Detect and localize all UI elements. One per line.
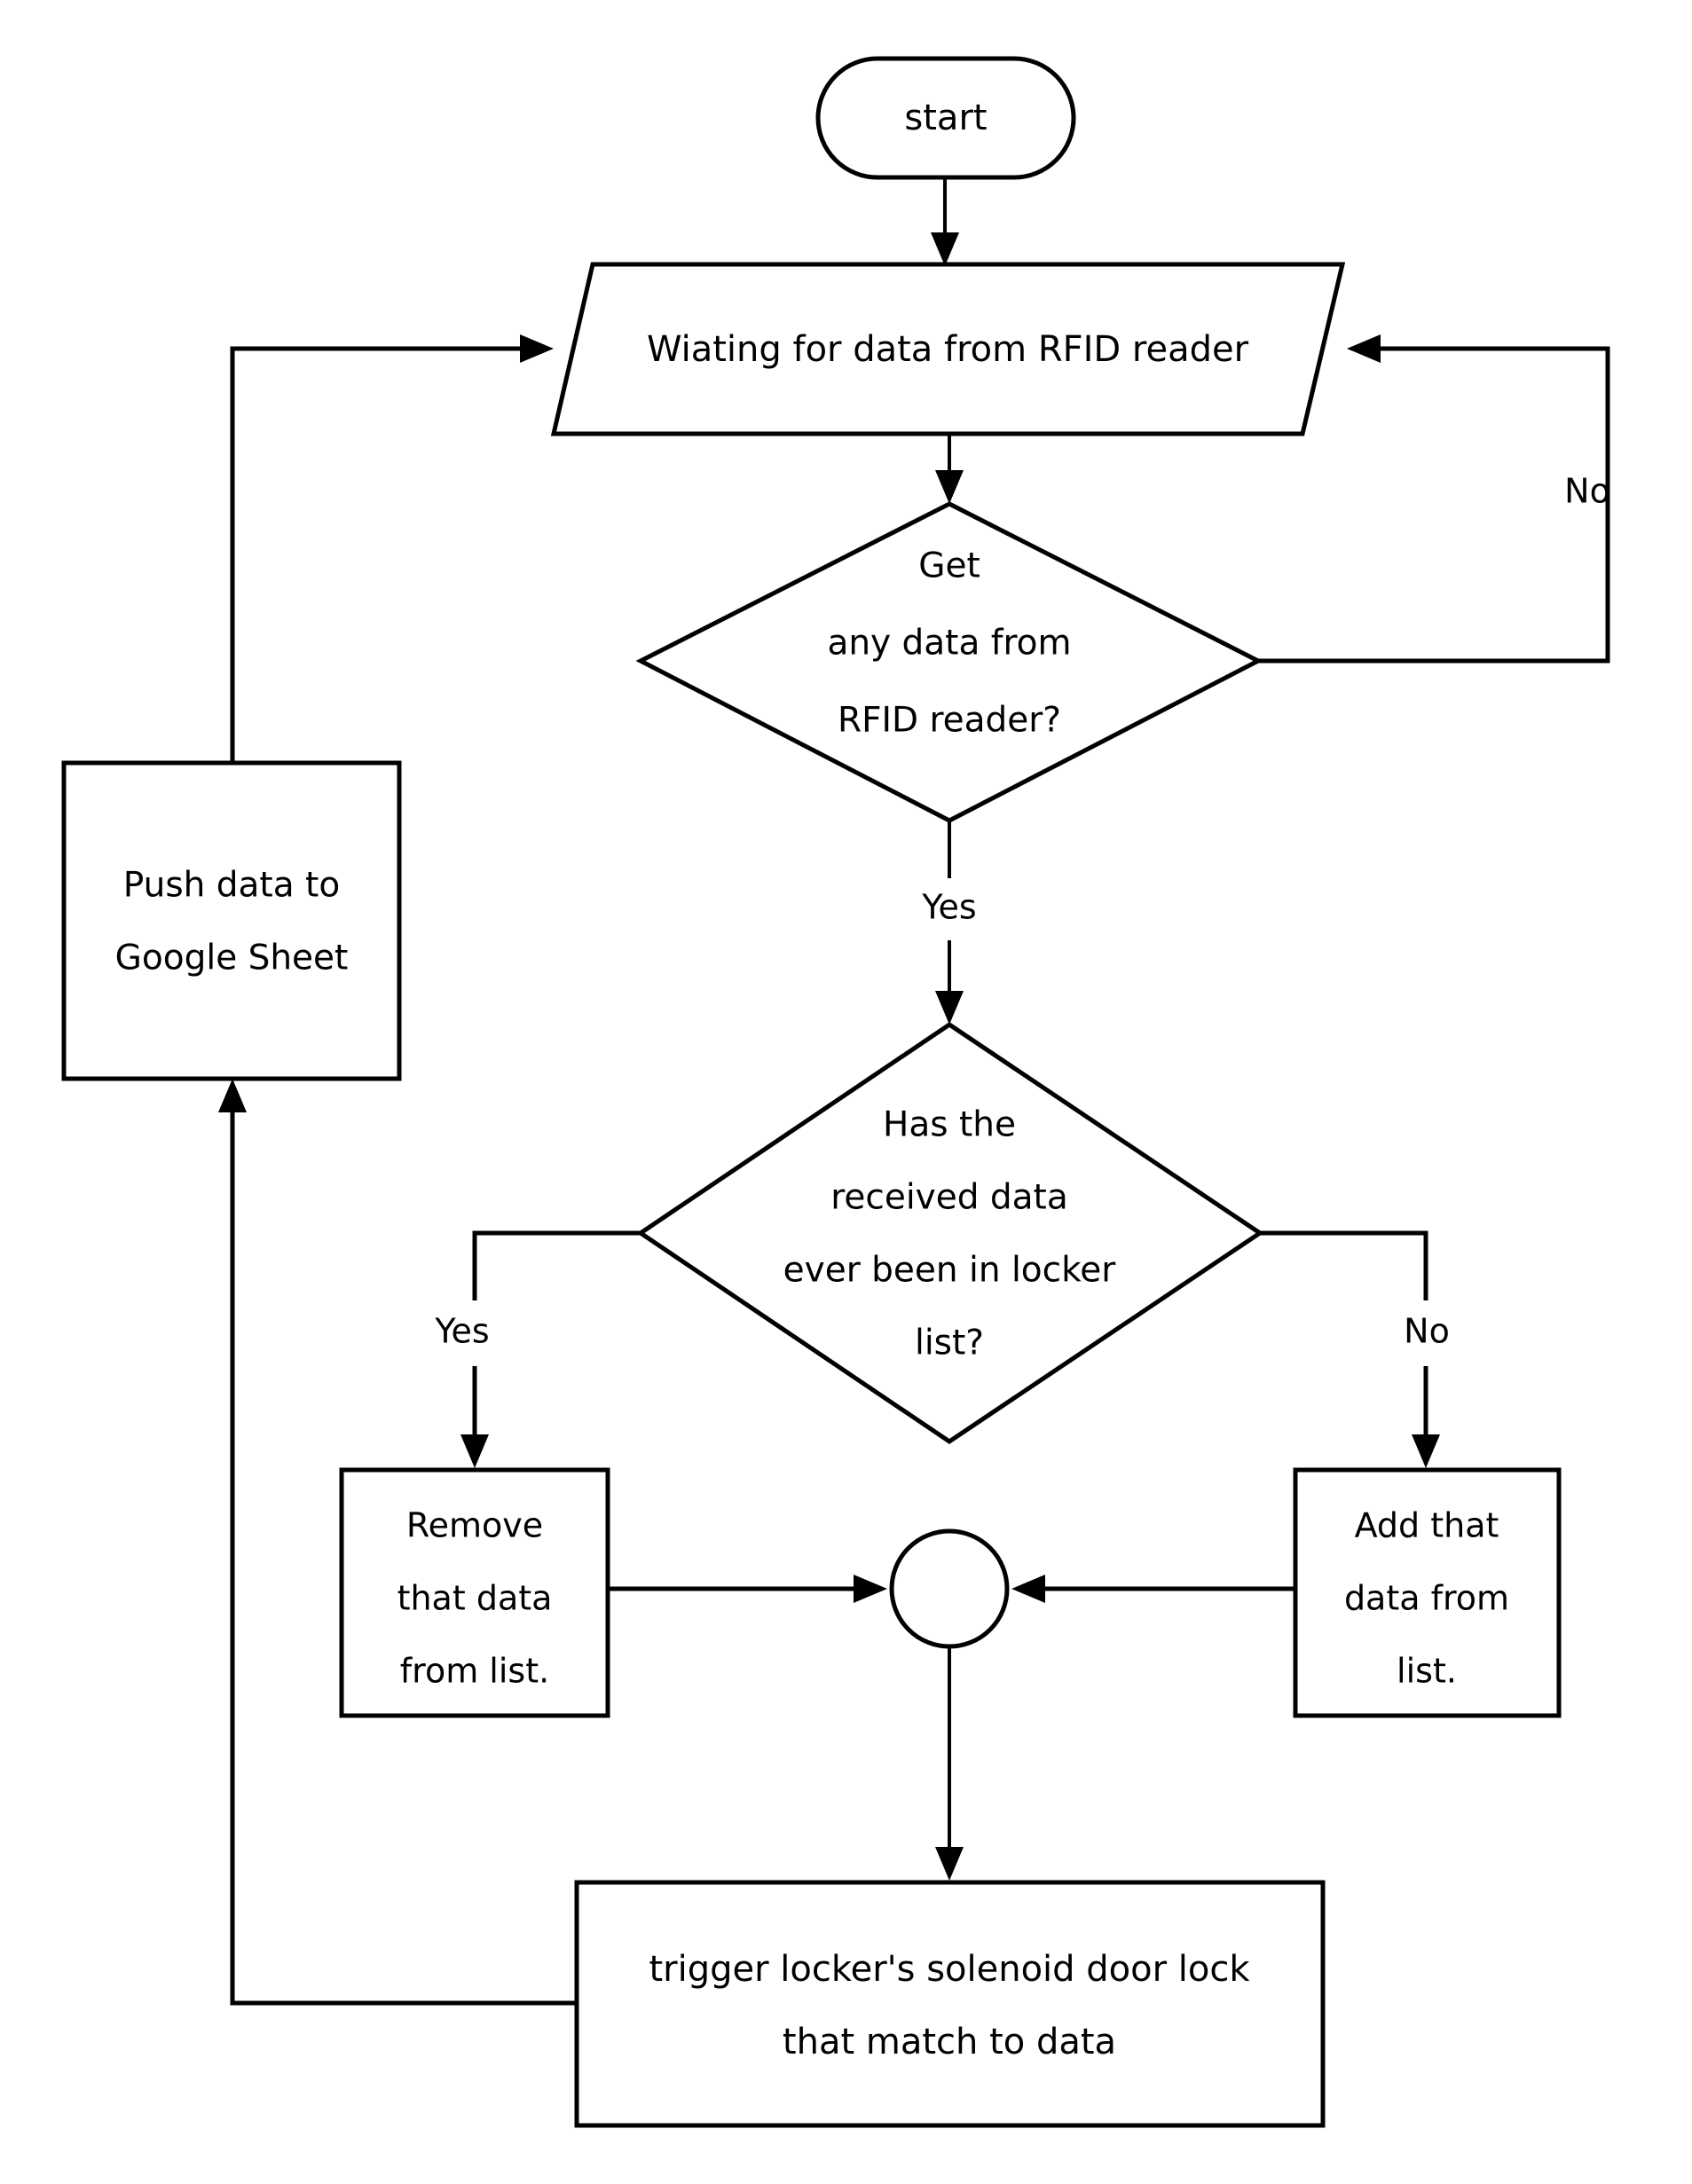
node-decision-get-data[interactable]: Get any data from RFID reader?: [635, 501, 1263, 823]
node-decision-get-data-line1: Get: [918, 546, 980, 586]
node-decision-in-list-line4: list?: [915, 1324, 984, 1363]
edge-trigger-to-push: [218, 1079, 577, 2006]
node-push-sheet[interactable]: Push data to Google Sheet: [61, 760, 402, 1081]
node-decision-get-data-line3: RFID reader?: [838, 701, 1061, 741]
node-merge-connector[interactable]: [889, 1528, 1010, 1649]
edge-remove-to-merge: [608, 1575, 887, 1603]
node-start-label: start: [904, 98, 987, 138]
edge-start-to-wait: [931, 177, 959, 266]
node-remove-data[interactable]: Remove that data from list.: [339, 1467, 610, 1718]
node-wait-input[interactable]: Wiating for data from RFID reader: [550, 262, 1346, 436]
node-add-data-line2: data from: [1344, 1579, 1509, 1618]
edge-decision2-yes: [460, 1230, 641, 1468]
node-trigger-lock-line2: that match to data: [783, 2022, 1116, 2062]
node-decision-get-data-line2: any data from: [827, 624, 1071, 664]
node-add-data-line1: Add that: [1355, 1506, 1499, 1545]
node-push-sheet-line2: Google Sheet: [115, 939, 349, 978]
node-wait-input-label: Wiating for data from RFID reader: [647, 329, 1249, 370]
node-decision-in-list[interactable]: Has the received data ever been in locke…: [636, 1021, 1264, 1445]
node-trigger-lock-line1: trigger locker's solenoid door lock: [649, 1949, 1250, 1990]
edge-push-to-wait: [230, 334, 554, 763]
node-remove-data-line1: Remove: [406, 1506, 543, 1545]
edge-merge-to-trigger: [935, 1646, 964, 1881]
node-add-data[interactable]: Add that data from list.: [1293, 1467, 1562, 1718]
node-decision-in-list-line3: ever been in locker: [783, 1251, 1117, 1291]
node-push-sheet-line1: Push data to: [123, 866, 340, 906]
edge-add-to-merge: [1011, 1575, 1295, 1603]
edge-label-decision1-yes: Yes: [921, 888, 976, 927]
edge-label-decision2-no: No: [1404, 1312, 1450, 1351]
edge-label-decision2-yes: Yes: [434, 1312, 489, 1351]
edge-decision2-no: [1260, 1230, 1440, 1468]
node-add-data-line3: list.: [1397, 1652, 1457, 1691]
node-remove-data-line3: from list.: [400, 1652, 549, 1691]
node-decision-in-list-line2: received data: [830, 1178, 1068, 1218]
node-trigger-lock[interactable]: trigger locker's solenoid door lock that…: [574, 1880, 1326, 2128]
node-decision-in-list-line1: Has the: [883, 1105, 1016, 1145]
edge-decision1-no: [1255, 334, 1610, 664]
edge-wait-to-decision1: [935, 435, 964, 504]
node-start[interactable]: start: [815, 56, 1076, 180]
edge-label-decision1-no: No: [1564, 472, 1610, 511]
edge-decision1-yes: [935, 821, 964, 1025]
node-remove-data-line2: that data: [397, 1579, 553, 1618]
